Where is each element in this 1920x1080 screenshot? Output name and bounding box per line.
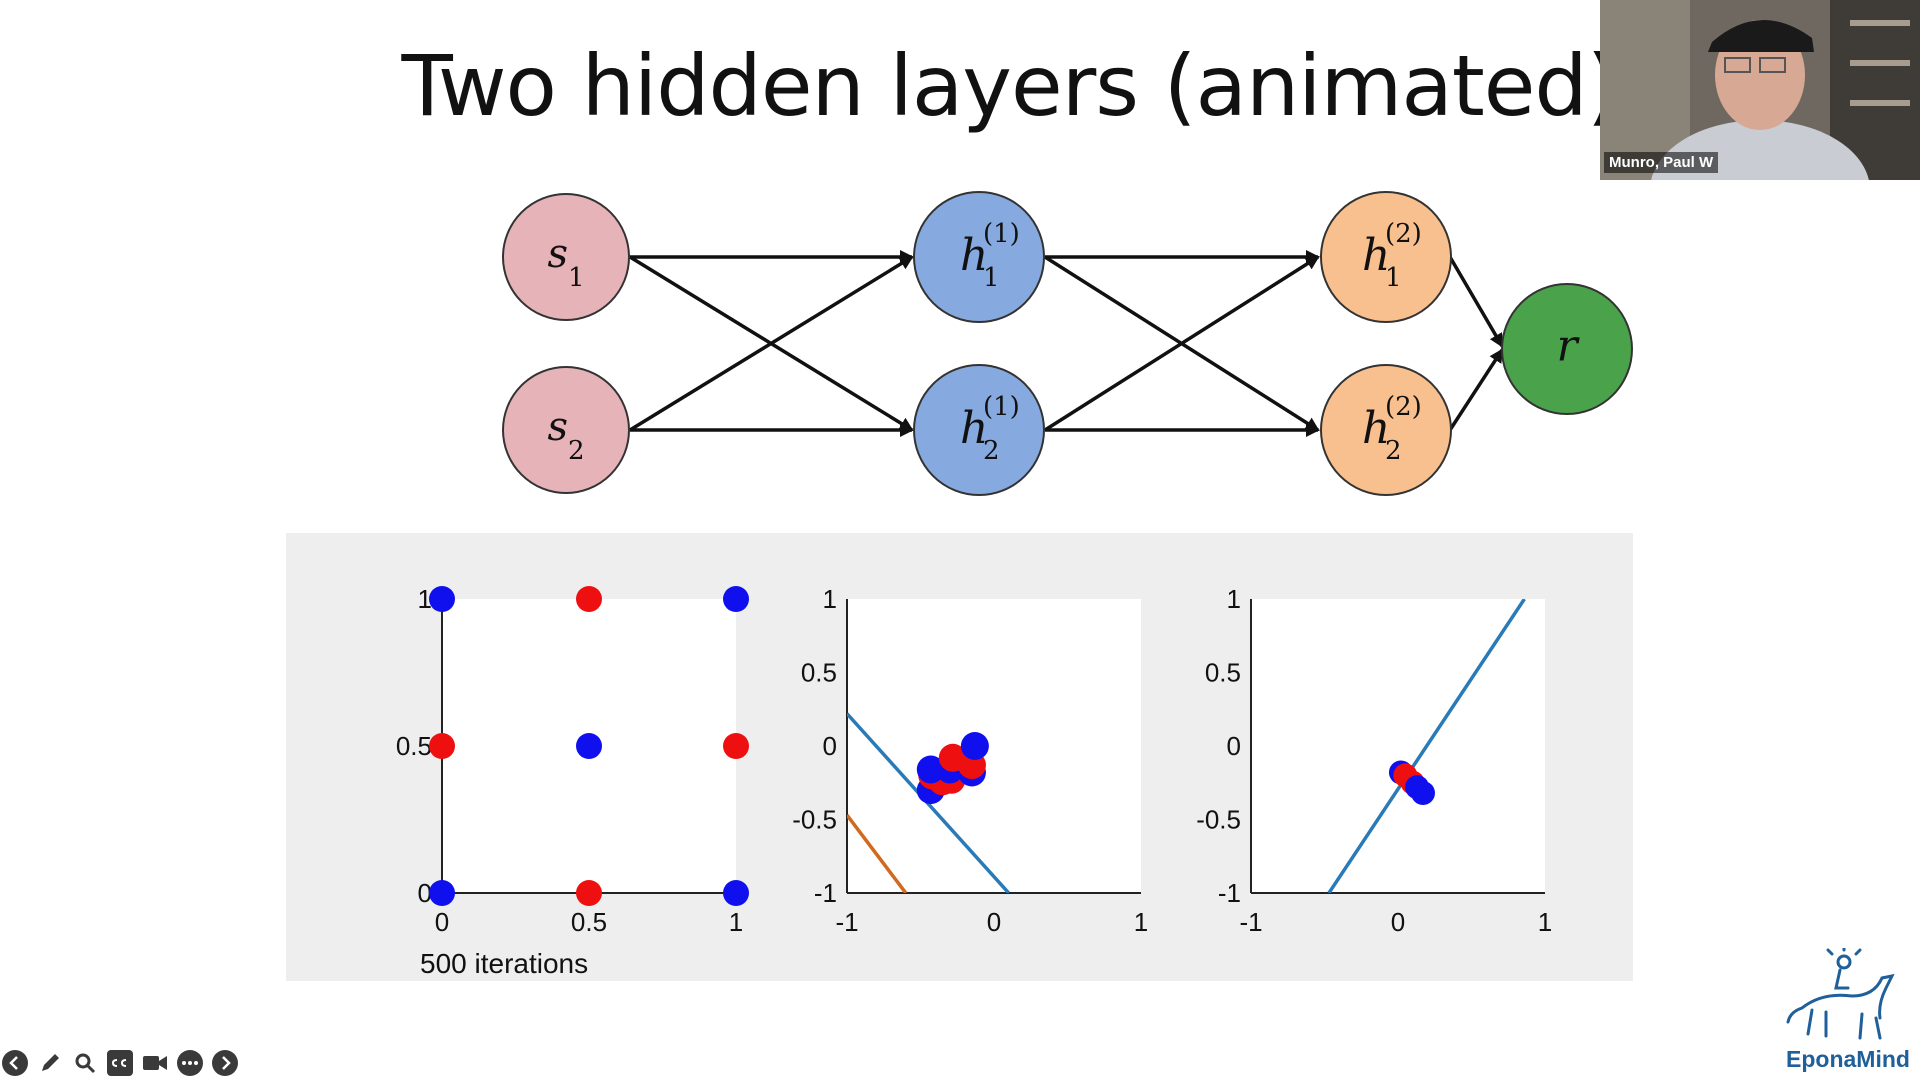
plot-2-boundary-line (1327, 599, 1526, 893)
plot-0-x-tick: 0 (435, 907, 449, 937)
plot-0-point-blue (429, 586, 455, 612)
pen-button[interactable] (37, 1050, 63, 1076)
node-h2-layer2: h (2) 2 (1320, 364, 1452, 496)
plot-1-point-blue (960, 732, 989, 760)
plot-hidden-layer-1: -1 0 1 -1 -0.5 0 0.5 1 (792, 584, 1148, 937)
zoom-button[interactable] (72, 1050, 98, 1076)
plot-0-point-red (576, 880, 602, 906)
plot-1-y-tick: -0.5 (792, 805, 837, 835)
node-h2-layer1-symbol: h (960, 403, 988, 454)
node-r-symbol: r (1556, 321, 1580, 372)
brand-name: EponaMind (1786, 1046, 1910, 1072)
svg-text:s2: s2 (547, 404, 584, 466)
magnifier-icon (75, 1053, 96, 1074)
edge-h12-r (1448, 256, 1504, 348)
pen-icon (42, 1054, 59, 1071)
edge-h22-r (1448, 348, 1504, 431)
plot-input-space: 0 0.5 1 0 0.5 1 (396, 584, 749, 937)
next-slide-button[interactable] (212, 1050, 238, 1076)
plot-1-area (847, 599, 1141, 893)
plot-0-y-tick: 0 (418, 878, 432, 908)
node-h1-layer2-symbol: h (1362, 230, 1390, 281)
plot-1-x-tick: 0 (987, 907, 1001, 937)
plot-1-boundary-line (847, 814, 908, 893)
plot-2-y-tick: 0 (1227, 731, 1241, 761)
next-slide-icon (222, 1056, 231, 1070)
edge-h21-h12 (1044, 255, 1320, 432)
node-h2-layer1: h (1) 2 (913, 364, 1045, 496)
node-h1-layer2-subscript: 1 (1385, 263, 1402, 293)
plot-2-area (1251, 599, 1545, 893)
previous-slide-button[interactable] (2, 1050, 28, 1076)
plot-0-y-tick: 1 (418, 584, 432, 614)
plot-2-y-tick: 1 (1227, 584, 1241, 614)
player-controls (2, 1050, 238, 1076)
node-h1-layer1-symbol: h (960, 230, 988, 281)
node-h1-layer1-superscript: (1) (983, 219, 1020, 249)
plot-2-y-tick: -0.5 (1196, 805, 1241, 835)
node-s1: s1 (502, 193, 630, 321)
plot-0-point-blue (723, 880, 749, 906)
plot-1-y-tick: 0 (823, 731, 837, 761)
node-h2-layer1-superscript: (1) (983, 392, 1020, 422)
node-r: r (1501, 283, 1633, 415)
plot-1-y-tick: 1 (823, 584, 837, 614)
plot-1-point-blue (916, 755, 945, 784)
node-h1-layer1-subscript: 1 (983, 263, 1000, 293)
node-h1-layer2-superscript: (2) (1385, 219, 1422, 249)
plot-hidden-layer-2: -1 0 1 -1 -0.5 0 0.5 1 (1196, 584, 1552, 937)
webcam-participant-name: Munro, Paul W (1604, 152, 1719, 173)
captions-icon (111, 1059, 127, 1067)
brand-logo-icon (1786, 948, 1895, 1040)
plot-1-x-tick: -1 (835, 907, 858, 937)
plot-2-y-tick: -1 (1218, 878, 1241, 908)
captions-button[interactable] (107, 1050, 133, 1076)
plot-0-x-tick: 0.5 (571, 907, 607, 937)
plot-0-point-red (723, 733, 749, 759)
more-options-button[interactable] (177, 1050, 203, 1076)
iterations-label: 500 iterations (420, 948, 589, 979)
plot-2-point-blue (1410, 781, 1435, 806)
node-h2-layer2-symbol: h (1362, 403, 1390, 454)
plot-0-point-blue (723, 586, 749, 612)
plot-2-x-tick: 0 (1391, 907, 1405, 937)
node-s2: s2 (502, 366, 630, 494)
network-diagram: s1 s2 h (1) 1 h (1) 2 h (2) 1 h (2) 2 r (502, 191, 1633, 496)
node-s2-subscript: 2 (568, 436, 585, 466)
plot-2-x-tick: -1 (1239, 907, 1262, 937)
node-h1-layer1: h (1) 1 (913, 191, 1045, 323)
node-h2-layer2-subscript: 2 (1385, 436, 1402, 466)
node-h1-layer2: h (2) 1 (1320, 191, 1452, 323)
plot-1-y-tick: 0.5 (801, 658, 837, 688)
camera-button[interactable] (142, 1050, 168, 1076)
node-h2-layer1-subscript: 2 (983, 436, 1000, 466)
plot-2-x-tick: 1 (1538, 907, 1552, 937)
plot-1-y-tick: -1 (814, 878, 837, 908)
presenter-video-frame (1600, 0, 1920, 180)
node-s2-symbol: s (547, 404, 568, 450)
plot-0-x-tick: 1 (729, 907, 743, 937)
node-h2-layer2-superscript: (2) (1385, 392, 1422, 422)
previous-slide-icon (9, 1056, 18, 1070)
video-camera-icon (143, 1056, 167, 1070)
plot-0-point-red (576, 586, 602, 612)
plot-1-x-tick: 1 (1134, 907, 1148, 937)
webcam-video[interactable] (1600, 0, 1920, 180)
svg-text:s1: s1 (547, 231, 584, 293)
plot-2-y-tick: 0.5 (1205, 658, 1241, 688)
node-s1-symbol: s (547, 231, 568, 277)
slide-title: Two hidden layers (animated) (401, 37, 1619, 135)
edge-s2-h11 (629, 255, 914, 432)
node-s1-subscript: 1 (568, 263, 585, 293)
plot-2-marks (1327, 599, 1526, 893)
more-options-icon (182, 1061, 198, 1065)
plot-0-y-tick: 0.5 (396, 731, 432, 761)
plot-0-point-blue (429, 880, 455, 906)
plot-0-point-blue (576, 733, 602, 759)
plot-0-point-red (429, 733, 455, 759)
